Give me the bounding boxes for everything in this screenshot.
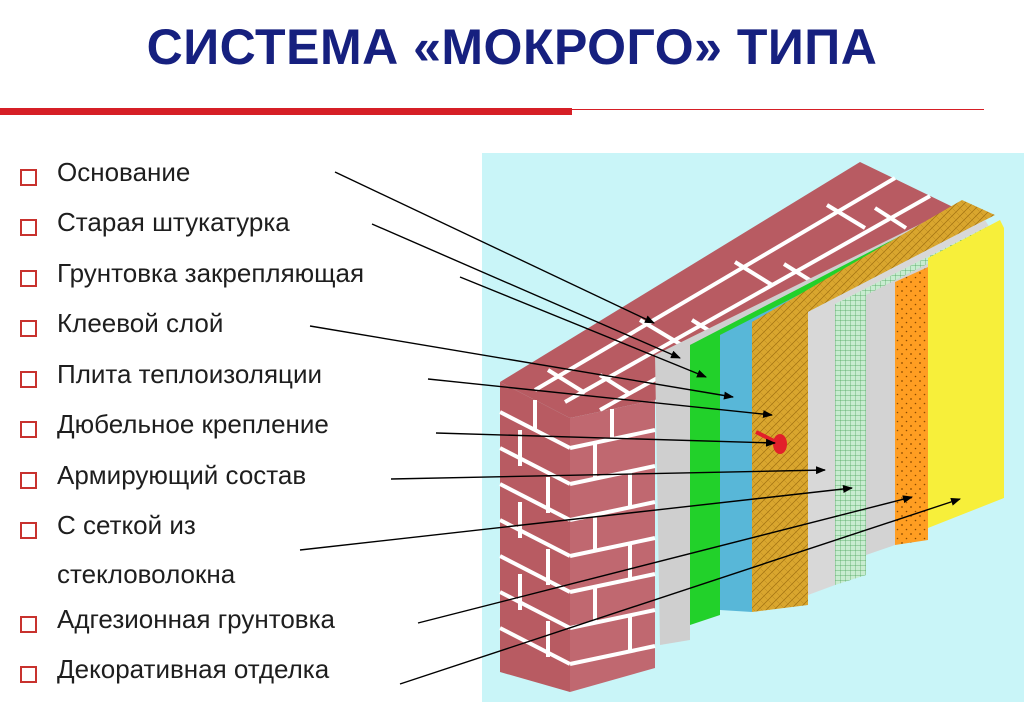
legend-item-dekorativnaya: Декоративная отделка: [20, 654, 329, 694]
leader-arrows: [299, 171, 961, 685]
legend-item-staraya-shtukaturka: Старая штукатурка: [20, 207, 290, 247]
checkbox-icon: [20, 169, 37, 186]
legend-label: Армирующий состав: [57, 460, 307, 490]
dowel-icon: [755, 430, 787, 454]
legend-item-dyubel: Дюбельное крепление: [20, 409, 329, 449]
brick-front-face: [499, 382, 571, 692]
layer-primer-fix: [690, 205, 970, 625]
title-underline-thin: [572, 109, 984, 110]
legend-label: С сеткой из стекловолокна: [57, 510, 236, 589]
legend-label: Грунтовка закрепляющая: [57, 258, 365, 288]
checkbox-icon: [20, 472, 37, 489]
legend-item-gruntovka: Грунтовка закрепляющая: [20, 258, 364, 298]
legend-label: Старая штукатурка: [57, 207, 290, 237]
arrow-armiruyushchiy: [390, 466, 826, 480]
legend-item-kleevoy: Клеевой слой: [20, 308, 223, 348]
checkbox-icon: [20, 320, 37, 337]
legend-item-adgezionnaya: Адгезионная грунтовка: [20, 604, 335, 644]
checkbox-icon: [20, 219, 37, 236]
checkbox-icon: [20, 371, 37, 388]
layer-adhesion-primer: [895, 238, 998, 545]
arrow-osnovanie: [334, 171, 655, 324]
arrow-staraya-shtukaturka: [371, 223, 681, 359]
legend-label: Дюбельное крепление: [57, 409, 329, 439]
legend-label: Декоративная отделка: [57, 654, 330, 684]
layer-adhesive: [720, 210, 975, 612]
arrow-dekorativnaya: [399, 498, 961, 685]
layer-mesh: [835, 226, 993, 585]
arrow-plita: [427, 378, 773, 419]
page-title: СИСТЕМА «МОКРОГО» ТИПА: [146, 19, 878, 75]
checkbox-icon: [20, 666, 37, 683]
legend-label: Адгезионная грунтовка: [57, 604, 336, 634]
layer-reinforcing: [808, 220, 990, 595]
legend-item-setka: С сеткой из стекловолокна: [20, 510, 235, 599]
arrow-kleevoy: [309, 325, 734, 400]
checkbox-icon: [20, 421, 37, 438]
arrow-dyubel: [435, 432, 776, 447]
layer-adhesion-primer-light: [866, 232, 995, 555]
legend-item-plita: Плита теплоизоляции: [20, 359, 322, 399]
legend-label: Клеевой слой: [57, 308, 224, 338]
legend-item-osnovanie: Основание: [20, 157, 190, 197]
legend-label: Основание: [57, 157, 191, 187]
arrow-gruntovka: [459, 276, 707, 378]
checkbox-icon: [20, 270, 37, 287]
legend-label: Плита теплоизоляции: [57, 359, 322, 389]
layer-decorative: [928, 220, 1004, 528]
brick-side-face: [569, 400, 656, 692]
arrow-adgezionnaya: [417, 495, 913, 624]
legend-item-armiruyushchiy: Армирующий состав: [20, 460, 306, 500]
title-underline-thick: [0, 108, 572, 115]
checkbox-icon: [20, 522, 37, 539]
checkbox-icon: [20, 616, 37, 633]
arrow-setka: [299, 485, 853, 551]
layer-insulation: [752, 200, 995, 612]
